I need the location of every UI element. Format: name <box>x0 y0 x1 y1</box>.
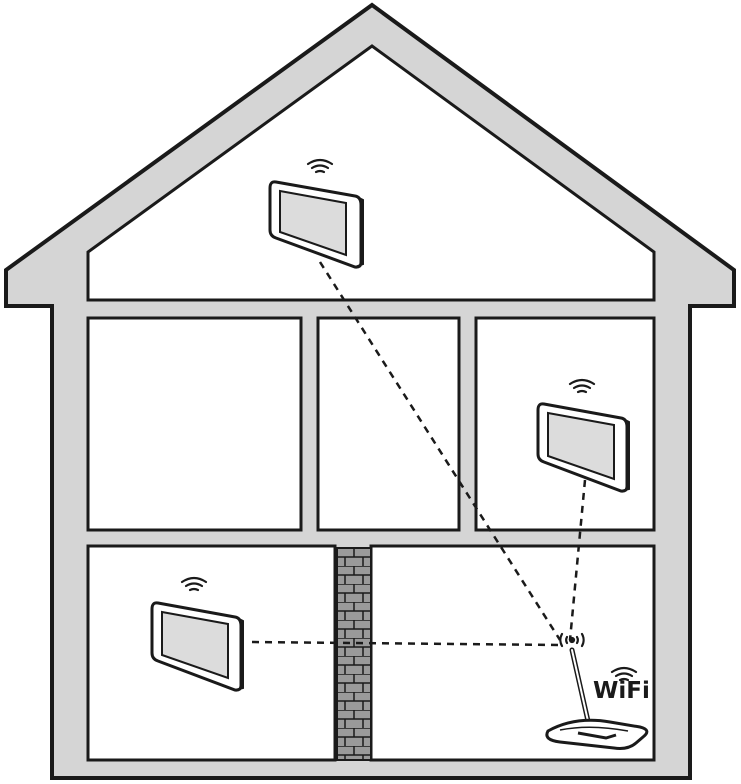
wifi-signal-icon <box>306 158 334 174</box>
wifi-signal-icon <box>610 666 638 682</box>
thermostat-attic <box>268 158 364 269</box>
wifi-signal-icon <box>180 576 208 592</box>
brick-wall <box>336 547 372 761</box>
signal-path-middle-right <box>568 479 587 641</box>
wall-thermostat-icon <box>268 180 364 269</box>
ground-left-room <box>86 544 337 762</box>
wifi-signal-icon <box>568 378 596 394</box>
router-icon <box>545 647 649 750</box>
wifi-router <box>545 632 649 750</box>
wifi-logo: WiFi <box>593 666 650 704</box>
wifi-signal-icon <box>559 632 585 648</box>
wifi-label: WiFi <box>593 678 650 704</box>
attic-room <box>86 44 656 302</box>
signal-paths <box>251 261 587 647</box>
wall-thermostat-icon <box>536 402 630 493</box>
thermostat-ground-left <box>150 576 244 692</box>
middle-center-room <box>316 316 461 532</box>
signal-path-attic <box>318 261 562 641</box>
wall-thermostat-icon <box>150 601 244 692</box>
thermostat-middle-right <box>536 378 630 493</box>
middle-left-room <box>86 316 303 532</box>
